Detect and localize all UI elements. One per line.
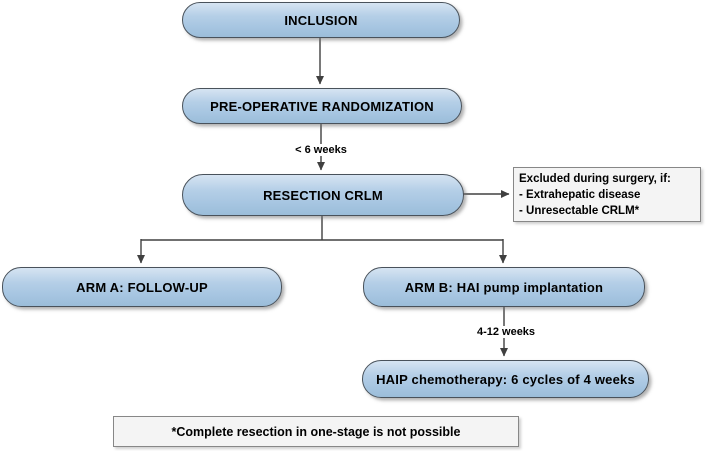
node-resection-crlm: RESECTION CRLM (182, 174, 464, 216)
node-inclusion: INCLUSION (182, 2, 460, 38)
node-arm-a-follow-up: ARM A: FOLLOW-UP (2, 267, 282, 307)
node-haip-chemotherapy-label: HAIP chemotherapy: 6 cycles of 4 weeks (376, 371, 635, 387)
node-haip-chemotherapy: HAIP chemotherapy: 6 cycles of 4 weeks (362, 360, 649, 398)
edge-label-4-12-weeks: 4-12 weeks (473, 326, 539, 338)
node-preoperative-randomization-label: PRE-OPERATIVE RANDOMIZATION (210, 98, 434, 114)
footnote-box: *Complete resection in one-stage is not … (113, 416, 519, 447)
node-arm-a-label: ARM A: FOLLOW-UP (76, 279, 208, 295)
exclusion-note-item-unresectable: - Unresectable CRLM* (519, 205, 640, 217)
node-arm-b-hai-pump: ARM B: HAI pump implantation (363, 267, 645, 307)
node-resection-crlm-label: RESECTION CRLM (263, 187, 383, 203)
edge-label-less-than-6-weeks: < 6 weeks (292, 144, 350, 156)
exclusion-note-item-extrahepatic: - Extrahepatic disease (519, 189, 641, 201)
exclusion-note: Excluded during surgery, if: - Extrahepa… (513, 167, 701, 222)
node-arm-b-label: ARM B: HAI pump implantation (404, 279, 604, 295)
exclusion-note-title: Excluded during surgery, if: (519, 173, 671, 185)
node-inclusion-label: INCLUSION (284, 12, 358, 28)
footnote-label: *Complete resection in one-stage is not … (171, 424, 461, 439)
node-preoperative-randomization: PRE-OPERATIVE RANDOMIZATION (182, 88, 462, 124)
